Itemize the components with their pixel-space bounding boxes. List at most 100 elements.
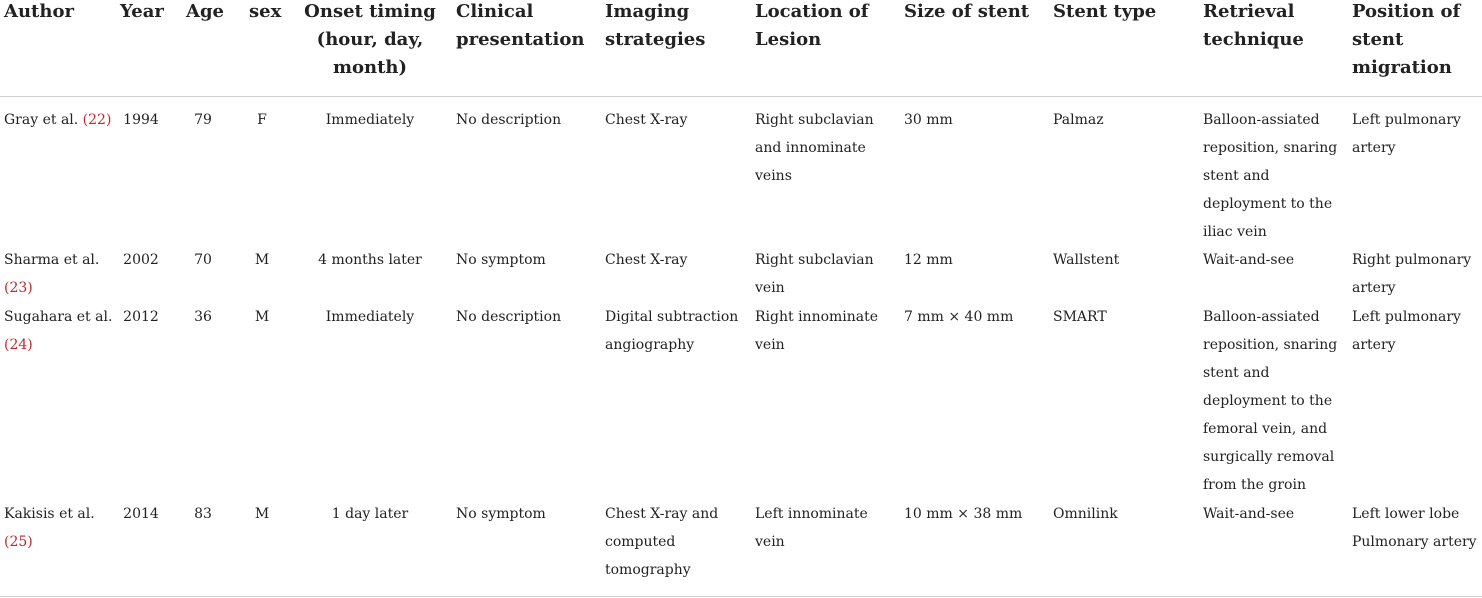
author-ref-line: (25): [4, 528, 95, 556]
table-header: Author Year Age sex Onset timing(hour, d…: [0, 0, 1482, 97]
header-age: Age: [186, 1, 225, 22]
cell-imaging: Chest X-ray: [605, 106, 687, 134]
cell-year: 2012: [123, 309, 159, 325]
cell-imaging: Chest X-ray: [605, 246, 687, 274]
cell-year: 2002: [123, 252, 159, 268]
cell-line: Left pulmonary: [1352, 112, 1461, 128]
cell-position: Left pulmonary artery: [1352, 106, 1461, 162]
cell-age: 79: [194, 112, 212, 128]
reference-link[interactable]: (22): [82, 112, 112, 128]
cell-line: artery: [1352, 140, 1396, 156]
author-line: Gray et al. (22): [4, 106, 111, 134]
cell-line: deployment to the: [1203, 393, 1333, 409]
header-line: Lesion: [755, 29, 822, 50]
author-ref-line: (23): [4, 274, 99, 302]
cell-line: Left innominate: [755, 506, 868, 522]
cell-retrieval: Wait-and-see: [1203, 246, 1294, 274]
cell-age: 36: [194, 309, 212, 325]
header-imaging: Imaging strategies: [605, 0, 705, 54]
author-name: Kakisis et al.: [4, 506, 95, 522]
header-line: presentation: [456, 29, 585, 50]
table-bottom-rule: [0, 596, 1482, 597]
cell-line: stent and: [1203, 365, 1270, 381]
cell-location: Right subclavian vein: [755, 246, 874, 302]
cell-line: from the groin: [1203, 477, 1306, 493]
header-retrieval: Retrieval technique: [1203, 0, 1304, 54]
cell-line: vein: [755, 337, 785, 353]
cell-author: Sugahara et al. (24): [4, 303, 112, 359]
cell-line: tomography: [605, 562, 691, 578]
header-line: Location of: [755, 1, 869, 22]
cell-line: Chest X-ray: [605, 252, 688, 268]
cell-line: vein: [755, 280, 785, 296]
cell-line: and innominate: [755, 140, 866, 156]
author-line: Sharma et al.: [4, 246, 99, 274]
cell-sex: M: [254, 252, 270, 268]
cell-line: Wait-and-see: [1203, 506, 1295, 522]
cell-type: SMART: [1053, 309, 1107, 325]
cell-line: angiography: [605, 337, 695, 353]
cell-type: Wallstent: [1053, 252, 1120, 268]
cell-author: Gray et al. (22): [4, 106, 111, 134]
cell-line: stent and: [1203, 168, 1270, 184]
header-line: (hour, day,: [316, 29, 424, 50]
cell-line: Wait-and-see: [1203, 252, 1295, 268]
cell-onset: 1 day later: [331, 506, 409, 522]
cell-line: surgically removal: [1203, 449, 1335, 465]
header-location: Location of Lesion: [755, 0, 869, 54]
cell-line: computed: [605, 534, 676, 550]
cell-line: Right subclavian: [755, 112, 874, 128]
cell-onset: Immediately: [325, 112, 415, 128]
header-line: stent: [1352, 29, 1404, 50]
cell-onset: Immediately: [325, 309, 415, 325]
cell-line: veins: [755, 168, 792, 184]
header-clinical: Clinical presentation: [456, 0, 584, 54]
cell-sex: F: [257, 112, 267, 128]
cell-line: artery: [1352, 337, 1396, 353]
header-position: Position of stent migration: [1352, 0, 1460, 82]
cell-imaging: Chest X-ray and computed tomography: [605, 500, 718, 584]
header-author: Author: [4, 1, 74, 22]
cell-line: Left lower lobe: [1352, 506, 1460, 522]
cell-type: Palmaz: [1053, 112, 1104, 128]
cell-line: Chest X-ray: [605, 112, 688, 128]
reference-link[interactable]: (23): [4, 280, 33, 296]
header-line: Retrieval: [1203, 1, 1295, 22]
cell-onset: 4 months later: [318, 252, 422, 268]
header-stent-type: Stent type: [1053, 1, 1157, 22]
cell-line: Balloon-assiated: [1203, 309, 1320, 325]
cell-size: 12 mm: [904, 252, 953, 268]
author-line: Sugahara et al.: [4, 303, 112, 331]
cell-line: Right pulmonary: [1352, 252, 1472, 268]
cell-line: femoral vein, and: [1203, 421, 1328, 437]
cell-clinical: No symptom: [456, 506, 546, 522]
author-name: Gray et al.: [4, 112, 79, 128]
header-line: Imaging: [605, 1, 690, 22]
header-line: migration: [1352, 57, 1452, 78]
header-line: technique: [1203, 29, 1304, 50]
cell-size: 30 mm: [904, 112, 953, 128]
cell-line: Balloon-assiated: [1203, 112, 1320, 128]
cell-line: Right subclavian: [755, 252, 874, 268]
cell-line: Digital subtraction: [605, 309, 739, 325]
author-line: Kakisis et al.: [4, 500, 95, 528]
cell-line: Pulmonary artery: [1352, 534, 1477, 550]
header-line: strategies: [605, 29, 706, 50]
header-line: Clinical: [456, 1, 534, 22]
reference-link[interactable]: (24): [4, 337, 33, 353]
author-name: Sugahara et al.: [4, 309, 113, 325]
header-line: Onset timing: [304, 1, 436, 22]
author-ref-line: (24): [4, 331, 112, 359]
cell-line: reposition, snaring: [1203, 140, 1338, 156]
header-line: Position of: [1352, 1, 1461, 22]
cell-line: iliac vein: [1203, 224, 1267, 240]
cell-line: Chest X-ray and: [605, 506, 719, 522]
cell-size: 10 mm × 38 mm: [904, 506, 1023, 522]
cell-type: Omnilink: [1053, 506, 1118, 522]
reference-link[interactable]: (25): [4, 534, 33, 550]
cell-clinical: No symptom: [456, 252, 546, 268]
cell-retrieval: Wait-and-see: [1203, 500, 1294, 528]
